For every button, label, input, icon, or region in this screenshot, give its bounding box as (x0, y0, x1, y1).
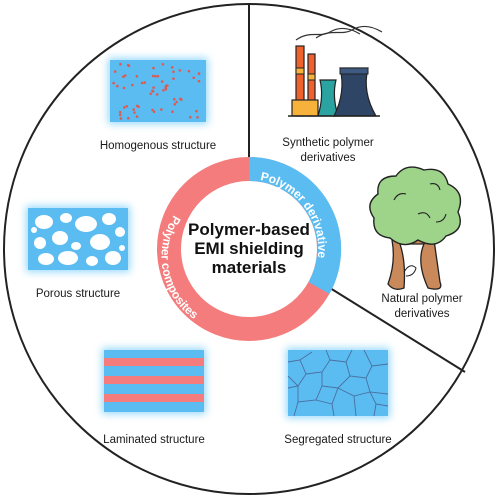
filler-dot (131, 83, 134, 87)
filler-dot (119, 62, 122, 66)
filler-dot (154, 74, 157, 78)
filler-dot (149, 92, 152, 96)
filler-dot (151, 108, 154, 112)
filler-dot (160, 108, 163, 111)
filler-dot (151, 89, 154, 93)
filler-dot (123, 106, 126, 109)
natural-polymer-label-line1: Natural polymer (381, 293, 463, 305)
laminated-structure-label: Laminated structure (103, 434, 205, 446)
filler-dot (127, 116, 130, 120)
filler-dot (195, 109, 198, 113)
filler-dot (173, 103, 176, 106)
synthetic-polymer-label: Synthetic polymer derivatives (268, 136, 388, 166)
center-title-line3: materials (211, 258, 287, 277)
filler-dot (126, 63, 130, 67)
filler-dot (119, 117, 123, 120)
filler-dot (143, 81, 146, 84)
filler-dot (133, 111, 136, 114)
filler-dot (152, 110, 156, 114)
filler-dot (179, 97, 182, 101)
filler-dot (162, 89, 165, 92)
synthetic-polymer-label-line2: derivatives (300, 152, 356, 164)
porous-structure-icon (26, 206, 130, 272)
filler-dot (156, 74, 160, 78)
filler-dot (136, 104, 139, 108)
center-title-line1: Polymer-based (188, 220, 310, 239)
filler-dot (172, 70, 175, 74)
filler-dot (123, 74, 127, 77)
factory-icon (288, 25, 383, 117)
filler-dot (113, 70, 117, 73)
filler-dot (166, 84, 169, 87)
filler-dot (118, 113, 122, 117)
filler-dot (132, 108, 135, 111)
segregated-structure-label: Segregated structure (284, 434, 392, 446)
center-title: Polymer-based EMI shielding materials (166, 220, 332, 277)
filler-dot (197, 72, 201, 75)
homogenous-structure-label: Homogenous structure (99, 140, 217, 152)
filler-dot (171, 110, 174, 113)
filler-dot (161, 63, 165, 66)
filler-dot (135, 115, 139, 118)
filler-dot (175, 100, 178, 104)
filler-dot (152, 66, 155, 70)
filler-dot (122, 86, 126, 90)
filler-dot (116, 84, 119, 88)
filler-dot (112, 81, 115, 85)
filler-dot (192, 76, 195, 80)
segregated-structure-icon (286, 348, 390, 418)
tree-icon (369, 166, 462, 290)
natural-polymer-label-line2: derivatives (394, 308, 450, 320)
laminated-structure-icon (102, 348, 206, 414)
filler-dot (152, 86, 155, 89)
filler-dot (172, 77, 175, 80)
natural-polymer-label: Natural polymer derivatives (362, 292, 482, 322)
filler-dot (151, 74, 155, 78)
filler-dot (173, 97, 176, 101)
filler-dot (155, 93, 159, 96)
filler-dot (170, 66, 174, 69)
filler-dot (197, 79, 201, 83)
filler-dot (187, 69, 191, 73)
filler-dot (164, 88, 168, 91)
porous-structure-label: Porous structure (35, 288, 121, 300)
synthetic-polymer-label-line1: Synthetic polymer (282, 137, 374, 149)
filler-dot (196, 116, 199, 119)
filler-dot (118, 110, 122, 114)
homogenous-structure-icon (108, 58, 208, 124)
filler-dot (140, 81, 144, 85)
filler-dot (178, 69, 182, 72)
divider-right (329, 287, 466, 373)
ring-derivatives-segment (248, 156, 342, 294)
filler-dot (189, 115, 192, 119)
filler-dot (160, 80, 164, 83)
center-title-line2: EMI shielding (194, 239, 304, 258)
filler-dot (125, 105, 129, 108)
filler-dot (135, 75, 139, 78)
